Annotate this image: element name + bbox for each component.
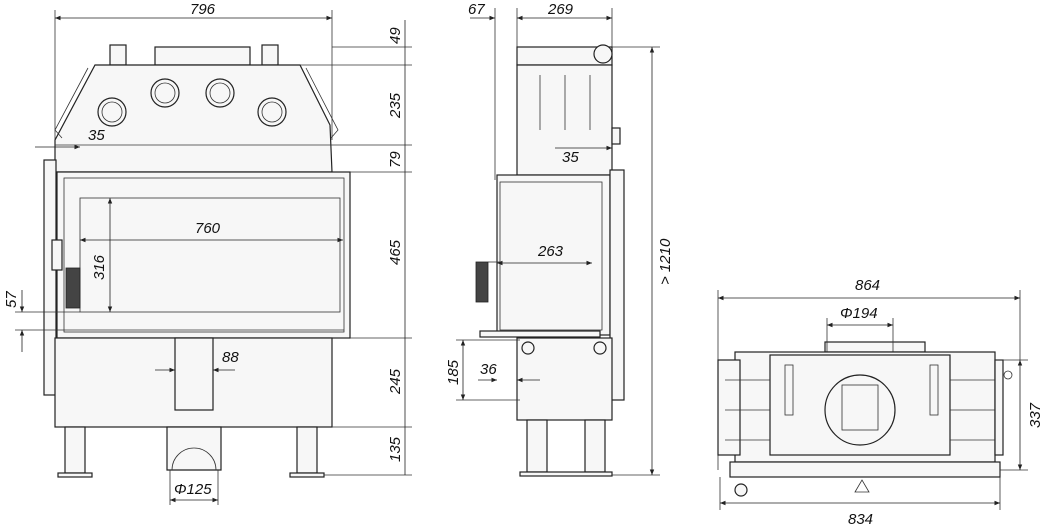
dim-bottom-offset: 57 — [3, 291, 20, 308]
dim-air-inlet-width: 88 — [222, 349, 239, 366]
dim-door-height: 465 — [387, 239, 404, 265]
dim-side-offset-side: 35 — [562, 149, 579, 166]
dim-lintel: 79 — [387, 151, 404, 168]
dim-leg-height: 135 — [387, 436, 404, 462]
dim-depth: 269 — [547, 1, 574, 18]
dim-flue-diameter: Φ194 — [840, 305, 878, 322]
side-view: 67 269 35 263 > 1210 185 36 — [445, 1, 674, 477]
dim-glass-height: 316 — [91, 254, 108, 280]
dim-inlet-offset: 36 — [480, 361, 497, 378]
dim-side-offset: 35 — [88, 127, 105, 144]
dim-air-inlet-diameter: Φ125 — [174, 481, 212, 498]
dim-glass-width: 760 — [195, 220, 221, 237]
dim-glass-depth: 263 — [537, 243, 564, 260]
dim-top-width: 864 — [855, 277, 880, 294]
dim-inlet-height: 185 — [445, 359, 462, 385]
dim-top-plate: 49 — [387, 27, 404, 44]
dim-width: 796 — [190, 1, 216, 18]
dim-base-width: 834 — [848, 511, 873, 528]
dim-total-height: > 1210 — [657, 238, 674, 285]
dim-base-height: 245 — [387, 368, 404, 395]
front-view: 796 49 235 79 465 245 135 35 760 316 57 … — [3, 1, 412, 505]
dim-front-offset: 67 — [468, 1, 485, 18]
dim-top-depth: 337 — [1027, 402, 1044, 428]
top-view: 864 Φ194 337 834 — [717, 277, 1044, 528]
dim-hood-height: 235 — [387, 92, 404, 119]
